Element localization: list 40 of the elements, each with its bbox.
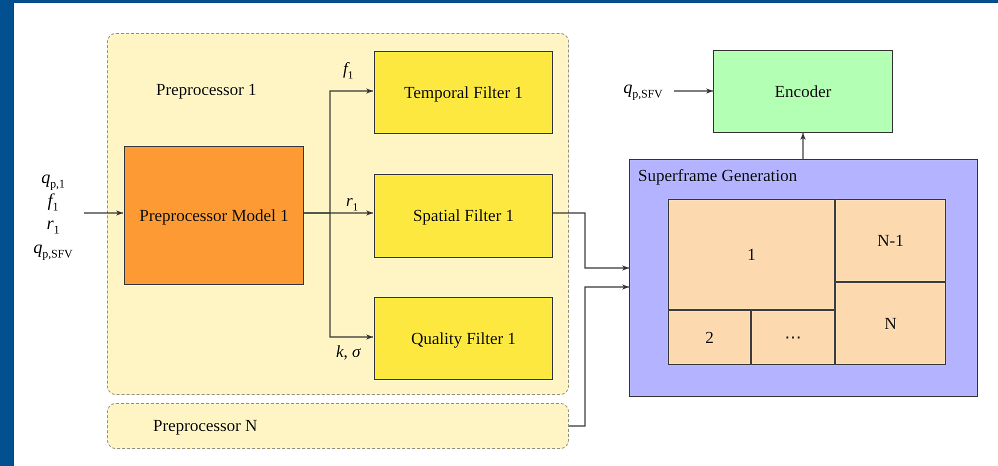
parameter-label: q$_{p,1}$: [41, 168, 65, 190]
box-label: Temporal Filter 1: [403, 82, 524, 102]
parameter-label: f$_{1}$: [48, 191, 58, 214]
frame-tile: [835, 199, 946, 282]
process-box: [374, 174, 553, 258]
arrow: [800, 133, 806, 159]
frame-tile: [668, 199, 835, 310]
box-label: N-1: [876, 230, 905, 250]
arrow: [84, 210, 123, 216]
box-label: 2: [704, 328, 715, 348]
arrow: [674, 88, 713, 94]
process-box: [374, 297, 553, 380]
frame-tile: [751, 310, 835, 365]
arrow: [569, 284, 629, 427]
dashed-group-box: [107, 33, 569, 395]
box-label: Spatial Filter 1: [412, 206, 516, 226]
edge-label: r$_{1}$: [346, 192, 358, 214]
parameter-label: q$_{p,SFV}$: [623, 78, 663, 100]
group-title: Superframe Generation: [638, 166, 798, 186]
box-label: Quality Filter 1: [410, 328, 517, 348]
edge-label: k, σ: [336, 343, 360, 360]
group-title: Preprocessor 1: [156, 80, 257, 100]
frame-tile: [668, 310, 751, 365]
dashed-group-box: [107, 403, 569, 449]
box-label: Preprocessor Model 1: [138, 206, 290, 226]
process-box: [713, 50, 893, 133]
frame-tile: [835, 282, 946, 365]
arrow: [552, 212, 629, 271]
arrow: [303, 212, 373, 340]
process-box: [124, 146, 304, 285]
parameter-label: q$_{p,SFV}$: [33, 238, 73, 260]
process-box: [374, 51, 553, 134]
process-box: [629, 159, 978, 397]
box-label: 1: [746, 244, 757, 264]
parameter-label: r$_{1}$: [46, 214, 60, 237]
box-label: Encoder: [774, 82, 832, 102]
edge-label: f$_{1}$: [343, 60, 354, 82]
box-label: N: [883, 314, 898, 334]
box-label: ⋯: [784, 328, 802, 348]
group-title: Preprocessor N: [153, 416, 258, 436]
